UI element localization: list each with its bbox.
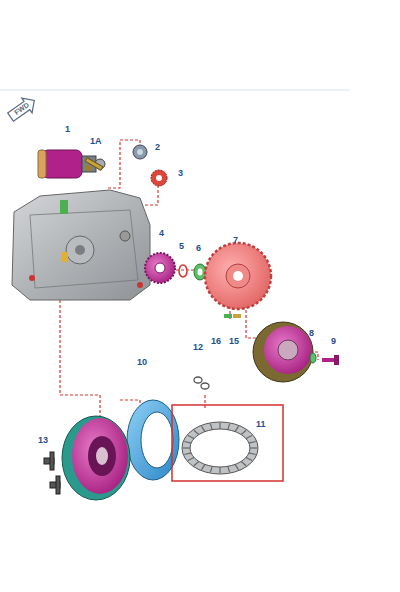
sprag-tooth xyxy=(188,436,194,439)
callout-number: 13 xyxy=(37,435,49,445)
callout-number: 11 xyxy=(255,419,267,429)
sprag-tooth xyxy=(219,423,220,429)
sprag-tooth xyxy=(249,453,256,455)
sprag-tooth xyxy=(194,461,199,465)
callout-number: 1A xyxy=(89,136,103,146)
callout-number: 3 xyxy=(177,168,184,178)
callout-number: 7 xyxy=(232,235,239,245)
sprag-tooth xyxy=(241,461,246,465)
callout-number: 5 xyxy=(178,241,185,251)
callout-number: 1 xyxy=(64,124,71,134)
callout-number: 8 xyxy=(308,328,315,338)
callout-number: 12 xyxy=(192,342,204,352)
sprag-tooth xyxy=(228,424,230,430)
callout-number: 9 xyxy=(330,336,337,346)
sprag-tooth xyxy=(246,436,252,439)
sprag-tooth xyxy=(246,458,252,461)
sprag-tooth xyxy=(219,467,220,473)
sprag-tooth xyxy=(210,424,212,430)
sprag-tooth xyxy=(241,430,246,434)
callout-number: 2 xyxy=(154,142,161,152)
sprag-tooth xyxy=(188,458,194,461)
callout-number: 4 xyxy=(158,228,165,238)
callout-number: 6 xyxy=(195,243,202,253)
sprag-tooth xyxy=(183,447,190,448)
sprag-tooth xyxy=(210,466,212,472)
sprag-tooth xyxy=(250,447,257,448)
sprag-tooth xyxy=(228,466,230,472)
callout-number: 15 xyxy=(228,336,240,346)
sprag-tooth xyxy=(202,426,206,431)
sprag-tooth xyxy=(194,430,199,434)
sprag-tooth xyxy=(184,453,191,455)
sprag-tooth xyxy=(249,442,256,444)
sprag-tooth xyxy=(202,464,206,469)
callout-number: 16 xyxy=(210,336,222,346)
sprag-tooth xyxy=(235,426,239,431)
callout-number: 10 xyxy=(136,357,148,367)
sprag-tooth xyxy=(235,464,239,469)
sprag-tooth xyxy=(184,442,191,444)
